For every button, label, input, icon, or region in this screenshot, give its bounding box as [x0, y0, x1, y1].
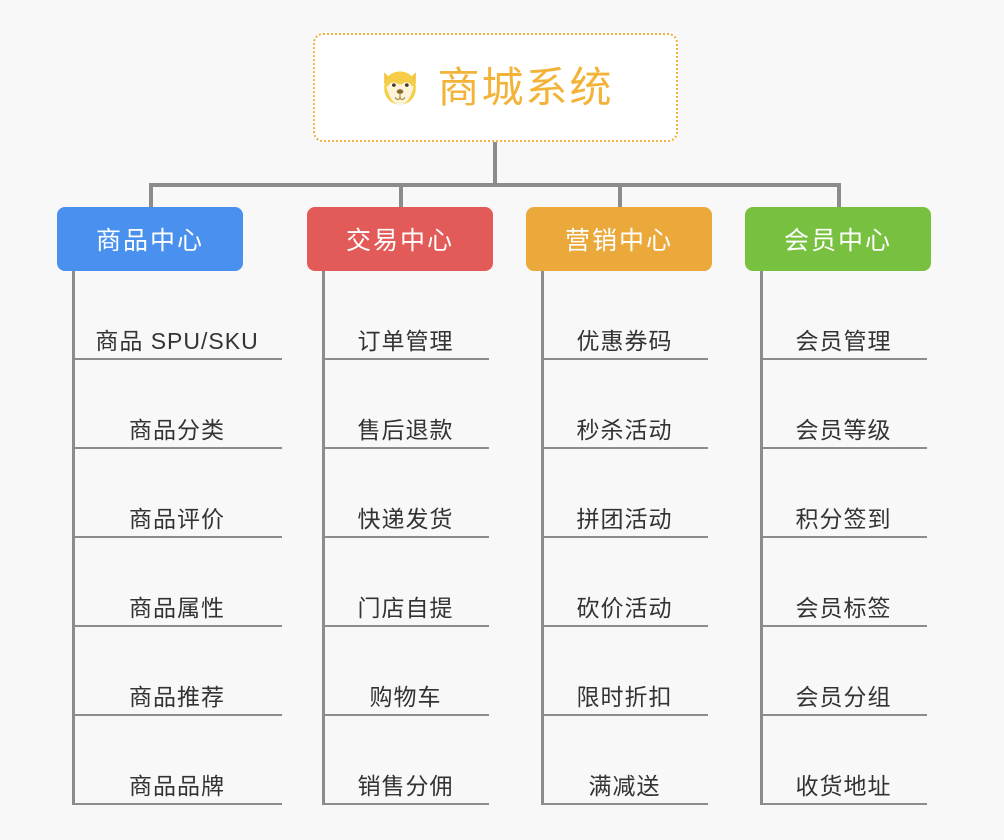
subitem-label: 商品品牌 [129, 772, 225, 799]
subitem-0-2[interactable]: 商品评价 [72, 449, 282, 538]
category-box-0[interactable]: 商品中心 [57, 207, 243, 271]
subitem-1-3[interactable]: 门店自提 [322, 538, 489, 627]
subitem-0-3[interactable]: 商品属性 [72, 538, 282, 627]
category-box-2[interactable]: 营销中心 [526, 207, 712, 271]
subitem-2-3[interactable]: 砍价活动 [541, 538, 708, 627]
connector-drop-3 [837, 185, 841, 209]
subitem-label: 购物车 [369, 683, 442, 710]
subitem-1-1[interactable]: 售后退款 [322, 360, 489, 449]
subitem-label: 积分签到 [795, 505, 892, 532]
subitem-label: 销售分佣 [357, 772, 454, 799]
subitem-3-0[interactable]: 会员管理 [760, 271, 927, 360]
connector-drop-2 [618, 185, 622, 209]
subitem-label: 快递发货 [357, 505, 454, 532]
subitem-3-1[interactable]: 会员等级 [760, 360, 927, 449]
root-node[interactable]: 商城系统 [313, 33, 678, 142]
subitem-label: 商品 SPU/SKU [95, 327, 259, 354]
subitem-label: 售后退款 [357, 416, 454, 443]
connector-horizontal-bus [149, 183, 841, 187]
subitem-0-1[interactable]: 商品分类 [72, 360, 282, 449]
category-label-1: 交易中心 [345, 227, 454, 255]
column-trunk-line [541, 271, 544, 805]
connector-drop-0 [149, 185, 153, 209]
subitem-column-1: 订单管理售后退款快递发货门店自提购物车销售分佣 [322, 271, 489, 805]
subitem-label: 拼团活动 [576, 505, 673, 532]
subitem-1-5[interactable]: 销售分佣 [322, 716, 489, 805]
subitem-column-0: 商品 SPU/SKU 商品分类商品评价商品属性商品推荐商品品牌 [72, 271, 282, 805]
subitem-label: 会员管理 [795, 327, 892, 354]
category-label-0: 商品中心 [95, 227, 204, 255]
category-label-2: 营销中心 [564, 227, 673, 255]
column-trunk-line [322, 271, 325, 805]
subitem-2-4[interactable]: 限时折扣 [541, 627, 708, 716]
subitem-label: 商品推荐 [129, 683, 225, 710]
subitem-0-5[interactable]: 商品品牌 [72, 716, 282, 805]
column-trunk-line [72, 271, 75, 805]
subitem-2-1[interactable]: 秒杀活动 [541, 360, 708, 449]
subitem-2-5[interactable]: 满减送 [541, 716, 708, 805]
connector-root-stem [493, 142, 497, 185]
subitem-label: 商品属性 [129, 594, 225, 621]
subitem-label: 订单管理 [357, 327, 454, 354]
subitem-3-5[interactable]: 收货地址 [760, 716, 927, 805]
category-box-3[interactable]: 会员中心 [745, 207, 931, 271]
subitem-label: 会员标签 [795, 594, 892, 621]
subitem-2-2[interactable]: 拼团活动 [541, 449, 708, 538]
subitem-0-4[interactable]: 商品推荐 [72, 627, 282, 716]
subitem-label: 收货地址 [795, 772, 892, 799]
connector-drop-1 [399, 185, 403, 209]
category-box-1[interactable]: 交易中心 [307, 207, 493, 271]
subitem-1-2[interactable]: 快递发货 [322, 449, 489, 538]
subitem-label: 秒杀活动 [576, 416, 673, 443]
subitem-label: 满减送 [588, 772, 661, 799]
subitem-3-3[interactable]: 会员标签 [760, 538, 927, 627]
subitem-label: 商品评价 [129, 505, 225, 532]
subitem-0-0[interactable]: 商品 SPU/SKU [72, 271, 282, 360]
subitem-2-0[interactable]: 优惠券码 [541, 271, 708, 360]
subitem-label: 优惠券码 [576, 327, 673, 354]
subitem-1-0[interactable]: 订单管理 [322, 271, 489, 360]
subitem-1-4[interactable]: 购物车 [322, 627, 489, 716]
subitem-label: 限时折扣 [576, 683, 673, 710]
subitem-column-2: 优惠券码秒杀活动拼团活动砍价活动限时折扣满减送 [541, 271, 708, 805]
subitem-label: 会员等级 [795, 416, 892, 443]
subitem-3-4[interactable]: 会员分组 [760, 627, 927, 716]
column-trunk-line [760, 271, 763, 805]
category-label-3: 会员中心 [783, 227, 892, 255]
subitem-label: 砍价活动 [576, 594, 673, 621]
dog-face-icon [384, 70, 417, 105]
root-title: 商城系统 [437, 63, 614, 111]
subitem-3-2[interactable]: 积分签到 [760, 449, 927, 538]
subitem-label: 门店自提 [357, 594, 454, 621]
subitem-column-3: 会员管理会员等级积分签到会员标签会员分组收货地址 [760, 271, 927, 805]
subitem-label: 会员分组 [795, 683, 892, 710]
subitem-label: 商品分类 [129, 416, 225, 443]
